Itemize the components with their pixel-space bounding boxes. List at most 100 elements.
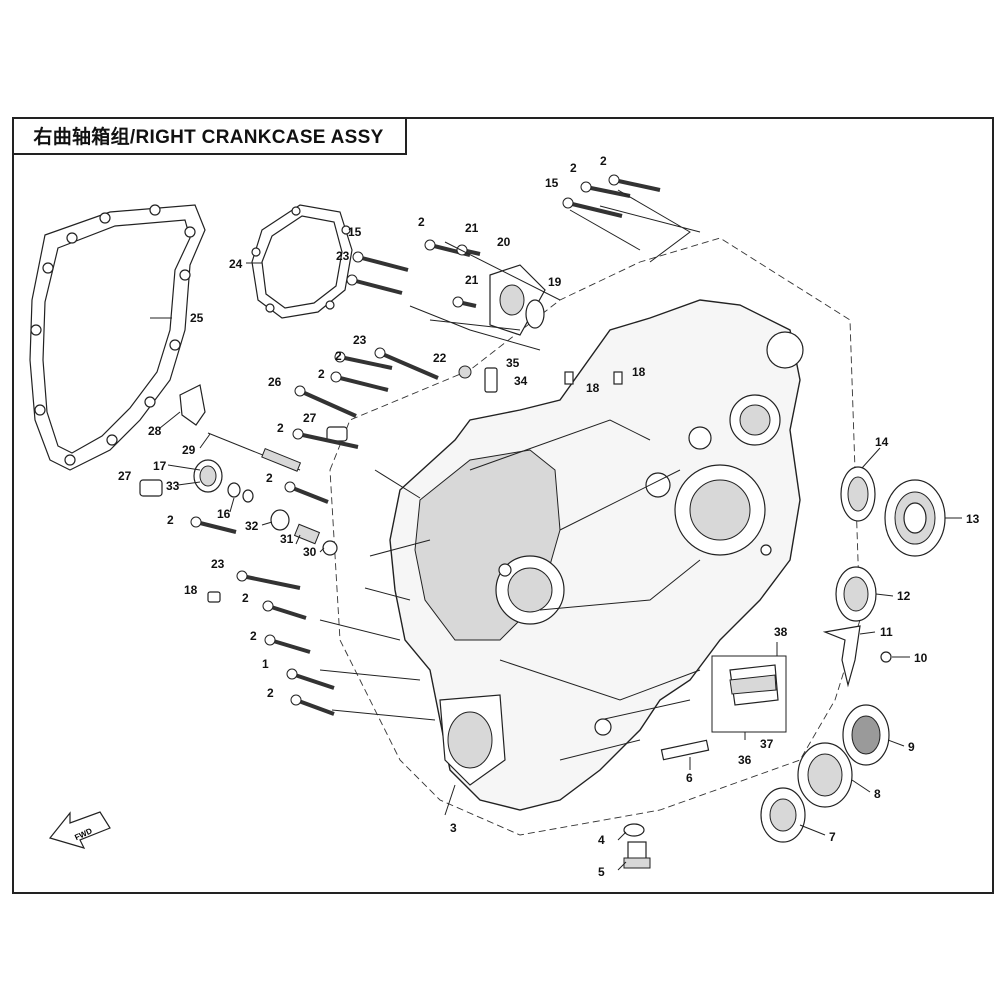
bolt-head <box>562 197 574 209</box>
callout-25: 25 <box>190 311 204 325</box>
callout-23: 23 <box>336 249 350 263</box>
callout-18: 18 <box>184 583 198 597</box>
bolt-head <box>334 351 346 363</box>
bearing-12 <box>835 566 877 622</box>
oring-32 <box>270 509 290 531</box>
bolt <box>379 351 439 380</box>
washer-4 <box>623 823 645 837</box>
long-bolt-29 <box>207 432 302 472</box>
spring-33 <box>193 459 223 493</box>
callout-19: 19 <box>548 275 562 289</box>
pin-27 <box>139 479 163 497</box>
bolt-head <box>424 239 436 251</box>
gasket-large <box>29 204 206 471</box>
bolt <box>351 278 403 295</box>
bolt-head <box>290 694 302 706</box>
callout-2: 2 <box>318 367 325 381</box>
bolt-head <box>374 347 386 359</box>
callout-34: 34 <box>514 374 528 388</box>
bolt <box>195 520 237 534</box>
callout-2: 2 <box>267 686 274 700</box>
plug-22 <box>458 365 472 379</box>
callout-13: 13 <box>966 512 980 526</box>
bolt <box>297 432 359 449</box>
callout-5: 5 <box>598 865 605 879</box>
callout-37: 37 <box>760 737 774 751</box>
callout-11: 11 <box>880 625 893 639</box>
bolt-head <box>284 481 296 493</box>
washer-16 <box>227 482 241 498</box>
callout-2: 2 <box>600 154 607 168</box>
callout-31: 31 <box>280 532 294 546</box>
callout-2: 2 <box>418 215 425 229</box>
callout-32: 32 <box>245 519 259 533</box>
bolt-head <box>330 371 342 383</box>
callout-16: 16 <box>217 507 231 521</box>
bolt <box>585 185 631 198</box>
bolt <box>357 255 409 272</box>
callout-9: 9 <box>908 740 915 754</box>
bolt-head <box>262 600 274 612</box>
bolt <box>269 638 311 654</box>
bolt <box>267 604 307 620</box>
pin-18-left <box>207 591 221 603</box>
bolt-head <box>294 385 306 397</box>
callout-4: 4 <box>598 833 605 847</box>
callout-27: 27 <box>303 411 317 425</box>
callout-21: 21 <box>465 273 479 287</box>
bolt-head <box>456 244 468 256</box>
bushing-36-37 <box>711 655 787 733</box>
bolt <box>339 355 393 370</box>
screw-10 <box>880 651 892 663</box>
callout-12: 12 <box>897 589 911 603</box>
fitting-35 <box>484 367 498 393</box>
callout-2: 2 <box>570 161 577 175</box>
callout-15: 15 <box>348 225 362 239</box>
title-box: 右曲轴箱组/RIGHT CRANKCASE ASSY <box>12 117 407 155</box>
bolt <box>289 485 329 504</box>
bolt-head <box>264 634 276 646</box>
callout-38: 38 <box>774 625 788 639</box>
part-11 <box>822 625 861 688</box>
bolt-head <box>352 251 364 263</box>
pin-6 <box>660 739 710 761</box>
callout-2: 2 <box>335 349 342 363</box>
oring-19 <box>525 299 545 329</box>
callout-8: 8 <box>874 787 881 801</box>
gasket-small <box>251 204 353 319</box>
callout-18: 18 <box>632 365 646 379</box>
page-title: 右曲轴箱组/RIGHT CRANKCASE ASSY <box>33 126 384 148</box>
bolt <box>613 178 661 192</box>
bolt-head <box>286 668 298 680</box>
bolt <box>567 201 623 218</box>
bolt-head <box>608 174 620 186</box>
callout-28: 28 <box>148 424 162 438</box>
forward-arrow-icon: FWD <box>48 811 111 849</box>
callout-2: 2 <box>277 421 284 435</box>
callout-30: 30 <box>303 545 317 559</box>
ball-30 <box>322 540 338 556</box>
callout-22: 22 <box>433 351 447 365</box>
bolt-head <box>580 181 592 193</box>
callout-18: 18 <box>586 381 600 395</box>
bolt <box>295 698 335 716</box>
bolt-head <box>236 570 248 582</box>
bolt-head <box>452 296 464 308</box>
callout-27: 27 <box>118 469 132 483</box>
callout-15: 15 <box>545 176 559 190</box>
callout-1: 1 <box>262 657 269 671</box>
drain-plug-5 <box>623 841 651 869</box>
callout-14: 14 <box>875 435 889 449</box>
seal-14 <box>840 466 876 522</box>
leader-lines <box>150 189 962 871</box>
bolt-head <box>346 274 358 286</box>
callout-26: 26 <box>268 375 282 389</box>
right-crankcase-body <box>389 299 804 811</box>
bolt <box>335 375 389 392</box>
diagram-frame <box>12 117 994 894</box>
pins-18-top <box>564 371 623 385</box>
callout-17: 17 <box>153 459 167 473</box>
washer-16b <box>242 489 254 503</box>
part-28 <box>179 384 206 426</box>
